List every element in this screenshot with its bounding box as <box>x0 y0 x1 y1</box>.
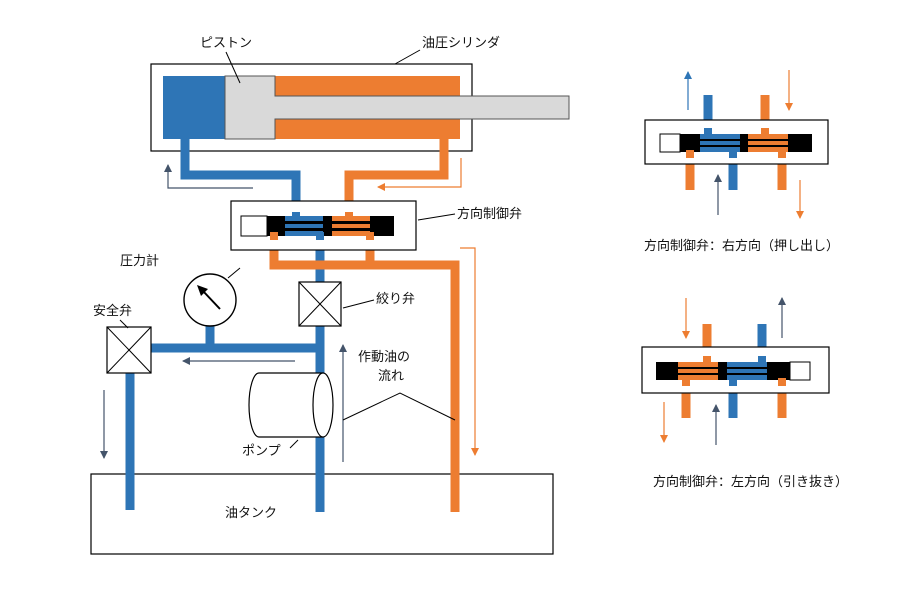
label-tank: 油タンク <box>225 506 277 521</box>
throttle-valve-icon <box>298 281 342 327</box>
pressure-gauge-icon <box>183 273 237 327</box>
label-flow-line2: 流れ <box>378 369 404 384</box>
flow-arrows <box>100 158 479 462</box>
label-pressure-gauge: 圧力計 <box>120 253 159 269</box>
label-dcv: 方向制御弁 <box>457 206 522 222</box>
label-piston: ピストン <box>200 36 252 51</box>
blue-pipes <box>125 139 325 512</box>
label-cylinder: 油圧シリンダ <box>422 36 500 51</box>
cylinder-blue-chamber <box>163 76 225 139</box>
label-throttle-valve: 絞り弁 <box>376 292 415 307</box>
dcv-right-diagram <box>644 70 829 219</box>
leader-lines <box>119 49 456 449</box>
label-dcv-left: 方向制御弁：左方向（引き抜き） <box>653 474 848 490</box>
piston <box>224 75 570 140</box>
label-flow-line1: 作動油の <box>358 350 410 365</box>
pump-icon <box>248 372 334 438</box>
dcv-left-diagram <box>641 297 830 445</box>
label-safety-valve: 安全弁 <box>93 303 132 319</box>
label-pump: ポンプ <box>242 444 281 459</box>
safety-valve-icon <box>106 326 152 374</box>
label-dcv-right: 方向制御弁：右方向（押し出し） <box>644 238 839 254</box>
